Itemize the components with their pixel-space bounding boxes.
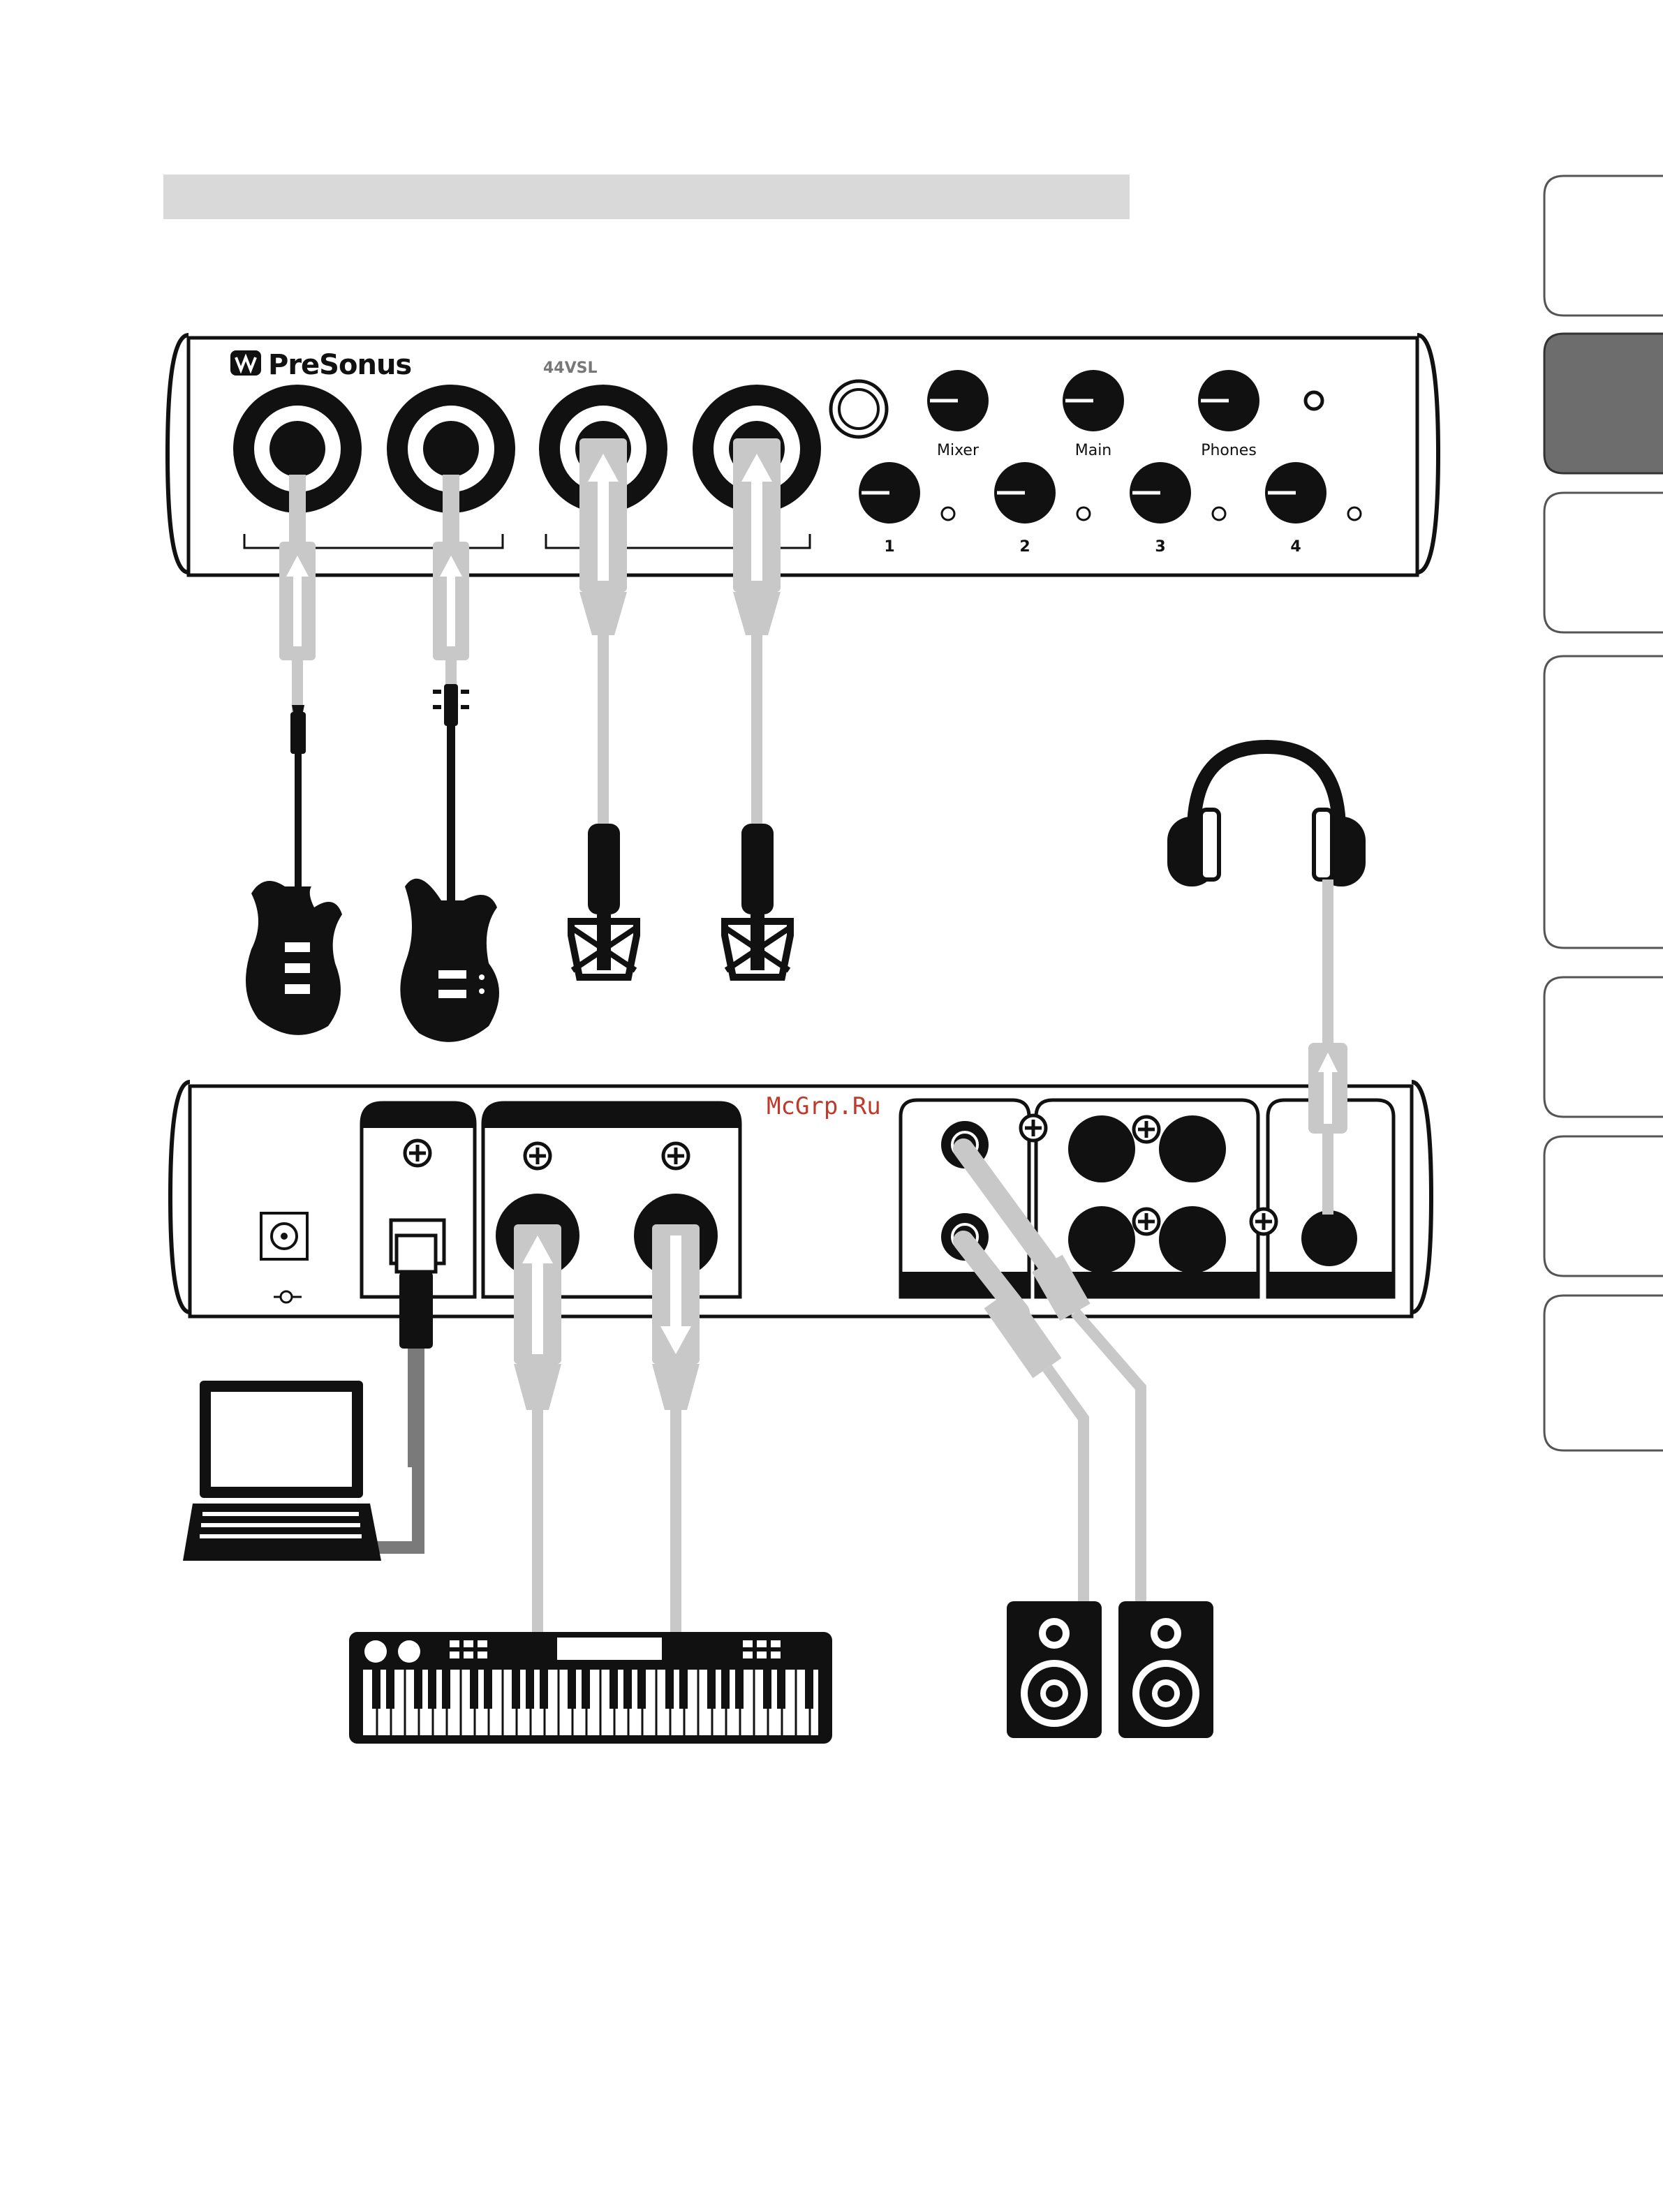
mixer-label: Mixer [937,442,980,459]
mixer-knob[interactable] [927,370,989,431]
chapter-tab-4[interactable] [1544,656,1663,948]
gain-knob-1[interactable] [859,462,920,524]
clip-led-3 [1213,507,1225,520]
main-label: Main [1075,442,1112,459]
chapter-tab-7[interactable] [1544,1296,1663,1450]
channel-number-4: 4 [1290,538,1301,556]
chapter-tab-1[interactable] [1544,176,1663,316]
channel-number-3: 3 [1155,538,1165,556]
laptop-icon [183,1381,381,1561]
gain-knob-4[interactable] [1265,462,1326,524]
midi-out-cable [652,1224,700,1633]
speaker-icon [1118,1601,1213,1738]
xlr-cable-2 [733,438,781,824]
keyboard-icon [349,1632,832,1744]
main-knob[interactable] [1063,370,1124,431]
channel-number-2: 2 [1019,538,1030,556]
chapter-tab-2-active[interactable] [1544,334,1663,473]
watermark: McGrp.Ru [767,1092,881,1120]
midi-in-cable [514,1224,561,1633]
model-name: 44VSL [543,359,598,377]
headphone-jack[interactable] [1301,1210,1357,1266]
headphones-icon [1167,747,1366,886]
power-jack[interactable] [261,1213,307,1259]
clip-led-4 [1348,507,1361,520]
phones-knob[interactable] [1198,370,1259,431]
microphone-icon [725,824,790,977]
channel-number-1: 1 [884,538,894,556]
guitar-icon [246,705,342,1035]
xlr-cable-1 [579,438,627,824]
power-button[interactable] [831,381,887,437]
front-panel: PreSonus 44VSL Mixer Main Phones [168,335,1438,575]
chapter-tab-3[interactable] [1544,493,1663,632]
speaker-icon [1007,1601,1102,1738]
microphone-icon [571,824,637,977]
clip-led-2 [1077,507,1090,520]
section-header-bar [163,175,1130,219]
chapter-tab-5[interactable] [1544,977,1663,1117]
chapter-tab-6[interactable] [1544,1136,1663,1276]
bass-guitar-icon [400,684,499,1042]
clip-led-1 [942,507,954,520]
brand-name: PreSonus [268,349,411,381]
presonus-logo-icon [230,350,261,376]
gain-knob-3[interactable] [1130,462,1191,524]
phones-label: Phones [1201,442,1257,459]
chapter-tabs[interactable] [1544,176,1663,1450]
status-led [1306,392,1322,409]
gain-knob-2[interactable] [994,462,1056,524]
headphone-cable [1322,879,1333,1047]
